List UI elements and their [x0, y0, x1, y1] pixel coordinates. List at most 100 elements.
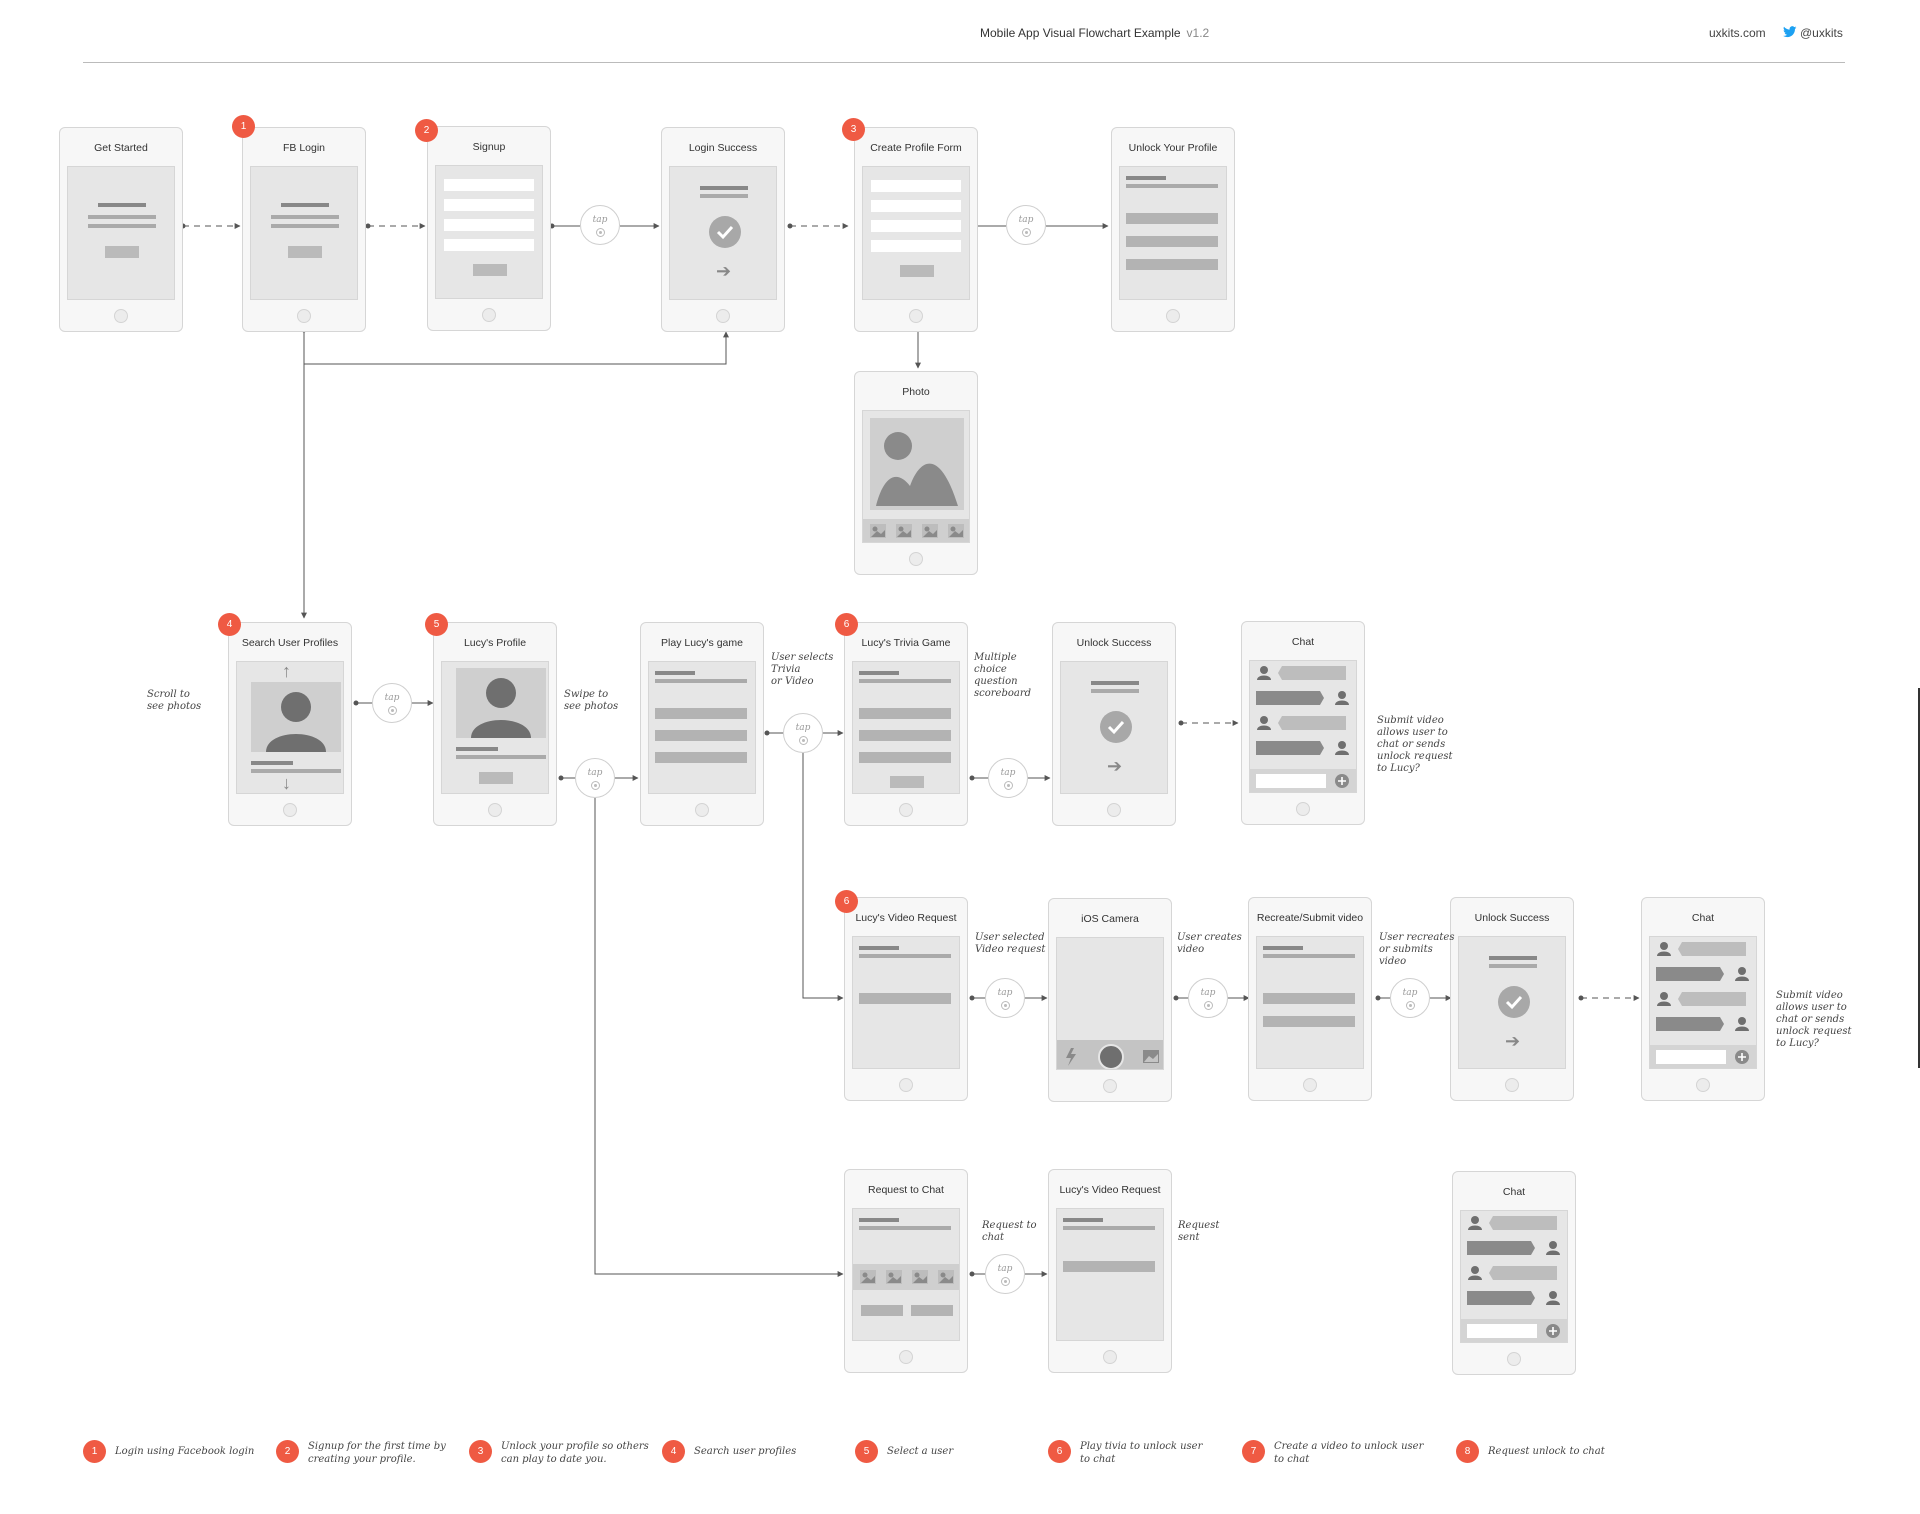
- screen-trivia-game[interactable]: Lucy's Trivia Game: [844, 622, 968, 826]
- annotation: Request sent: [1178, 1220, 1220, 1243]
- arrow-up-icon: ↑: [282, 661, 291, 681]
- twitter-icon: [1783, 26, 1797, 38]
- step-badge: 6: [835, 613, 858, 636]
- home-button: [1103, 1079, 1117, 1093]
- screen-lucys-profile[interactable]: Lucy's Profile: [433, 622, 557, 826]
- home-button: [899, 1078, 913, 1092]
- screen-ios-camera[interactable]: iOS Camera: [1048, 898, 1172, 1102]
- connector-dot: [1178, 720, 1184, 726]
- chat-bubbles: [1461, 1216, 1567, 1342]
- step-badge: 3: [842, 118, 865, 141]
- screen-chat-1[interactable]: Chat: [1241, 621, 1365, 825]
- screen-area: [441, 661, 549, 794]
- tap-icon: [799, 736, 808, 745]
- screen-login-success[interactable]: Login Success ➔: [661, 127, 785, 332]
- header-divider: [83, 62, 1845, 63]
- tap-gesture: tap: [1188, 978, 1228, 1018]
- screen-photo[interactable]: Photo: [854, 371, 978, 575]
- tap-icon: [1004, 781, 1013, 790]
- user-avatar-icon: [456, 668, 546, 738]
- tap-gesture: tap: [988, 758, 1028, 798]
- camera-controls: [1057, 1040, 1163, 1069]
- screen-unlock-success-1[interactable]: Unlock Success ➔: [1052, 622, 1176, 826]
- screen-area: [67, 166, 175, 300]
- user-avatar-icon: [251, 682, 341, 752]
- screen-fb-login[interactable]: FB Login: [242, 127, 366, 332]
- tap-gesture: tap: [783, 713, 823, 753]
- scrollbar[interactable]: [1918, 688, 1920, 1068]
- home-button: [283, 803, 297, 817]
- chat-bubbles: [1650, 942, 1756, 1068]
- screen-create-profile[interactable]: Create Profile Form: [854, 127, 978, 332]
- tap-icon: [596, 228, 605, 237]
- screen-area: [1649, 936, 1757, 1069]
- home-button: [1507, 1352, 1521, 1366]
- arrow-right-icon: ➔: [1107, 756, 1123, 776]
- home-button: [1696, 1078, 1710, 1092]
- screen-unlock-profile[interactable]: Unlock Your Profile: [1111, 127, 1235, 332]
- home-button: [114, 309, 128, 323]
- screen-area: [852, 1208, 960, 1341]
- screen-area: ➔: [1060, 661, 1168, 794]
- screen-title: Unlock Success: [1474, 912, 1550, 924]
- legend-text: Request unlock to chat: [1488, 1446, 1605, 1457]
- home-button: [1107, 803, 1121, 817]
- screen-title: Recreate/Submit video: [1256, 912, 1364, 924]
- annotation: User creates video: [1177, 932, 1242, 955]
- tap-icon: [388, 706, 397, 715]
- step-badge: 4: [218, 613, 241, 636]
- annotation: Submit video allows user to chat or send…: [1776, 990, 1852, 1049]
- screen-signup[interactable]: Signup: [427, 126, 551, 331]
- tap-gesture: tap: [1006, 205, 1046, 245]
- screen-play-game[interactable]: Play Lucy's game: [640, 622, 764, 826]
- screen-unlock-success-2[interactable]: Unlock Success ➔: [1450, 897, 1574, 1101]
- version-label: v1.2: [1186, 26, 1210, 40]
- home-button: [1296, 802, 1310, 816]
- legend-badge: 2: [276, 1440, 299, 1463]
- home-button: [695, 803, 709, 817]
- screen-title: Unlock Your Profile: [1128, 142, 1218, 154]
- screen-request-chat[interactable]: Request to Chat: [844, 1169, 968, 1373]
- connector-select-video: [802, 753, 844, 1001]
- connector-dot: [764, 730, 770, 736]
- connector-dot: [787, 223, 793, 229]
- screen-get-started[interactable]: Get Started: [59, 127, 183, 332]
- screen-search-profiles[interactable]: Search User Profiles ↑ ↓: [228, 622, 352, 826]
- photo-thumbnails: [853, 1264, 959, 1290]
- tap-icon: [1001, 1001, 1010, 1010]
- connector-dot: [969, 775, 975, 781]
- screen-area: [250, 166, 358, 300]
- screen-chat-2[interactable]: Chat: [1641, 897, 1765, 1101]
- screen-video-request-2[interactable]: Lucy's Video Request: [1048, 1169, 1172, 1373]
- legend-text: Search user profiles: [694, 1446, 797, 1457]
- home-button: [1166, 309, 1180, 323]
- legend-badge: 6: [1048, 1440, 1071, 1463]
- home-button: [482, 308, 496, 322]
- shutter-button: [1098, 1044, 1124, 1069]
- screen-chat-3[interactable]: Chat: [1452, 1171, 1576, 1375]
- legend-text: Unlock your profile so others can play t…: [501, 1441, 649, 1465]
- screen-recreate-submit[interactable]: Recreate/Submit video: [1248, 897, 1372, 1101]
- tap-gesture: tap: [372, 683, 412, 723]
- screen-area: ➔: [669, 166, 777, 300]
- screen-title: Create Profile Form: [870, 142, 962, 154]
- screen-title: Chat: [1691, 912, 1715, 924]
- site-link[interactable]: uxkits.com: [1709, 26, 1766, 40]
- connector-dot: [969, 995, 975, 1001]
- tap-icon: [591, 781, 600, 790]
- twitter-link[interactable]: @uxkits: [1783, 26, 1843, 40]
- screen-title: Lucy's Trivia Game: [861, 637, 951, 649]
- connector-profile-requestchat: [594, 798, 844, 1277]
- screen-area: [1056, 1208, 1164, 1341]
- tap-icon: [1204, 1001, 1213, 1010]
- screen-area: [852, 936, 960, 1069]
- screen-area: [1119, 166, 1227, 300]
- screen-title: Chat: [1291, 636, 1315, 648]
- legend-badge: 1: [83, 1440, 106, 1463]
- step-badge: 1: [232, 115, 255, 138]
- screen-area: [1460, 1210, 1568, 1343]
- legend-badge: 8: [1456, 1440, 1479, 1463]
- screen-area: [648, 661, 756, 794]
- screen-video-request-1[interactable]: Lucy's Video Request: [844, 897, 968, 1101]
